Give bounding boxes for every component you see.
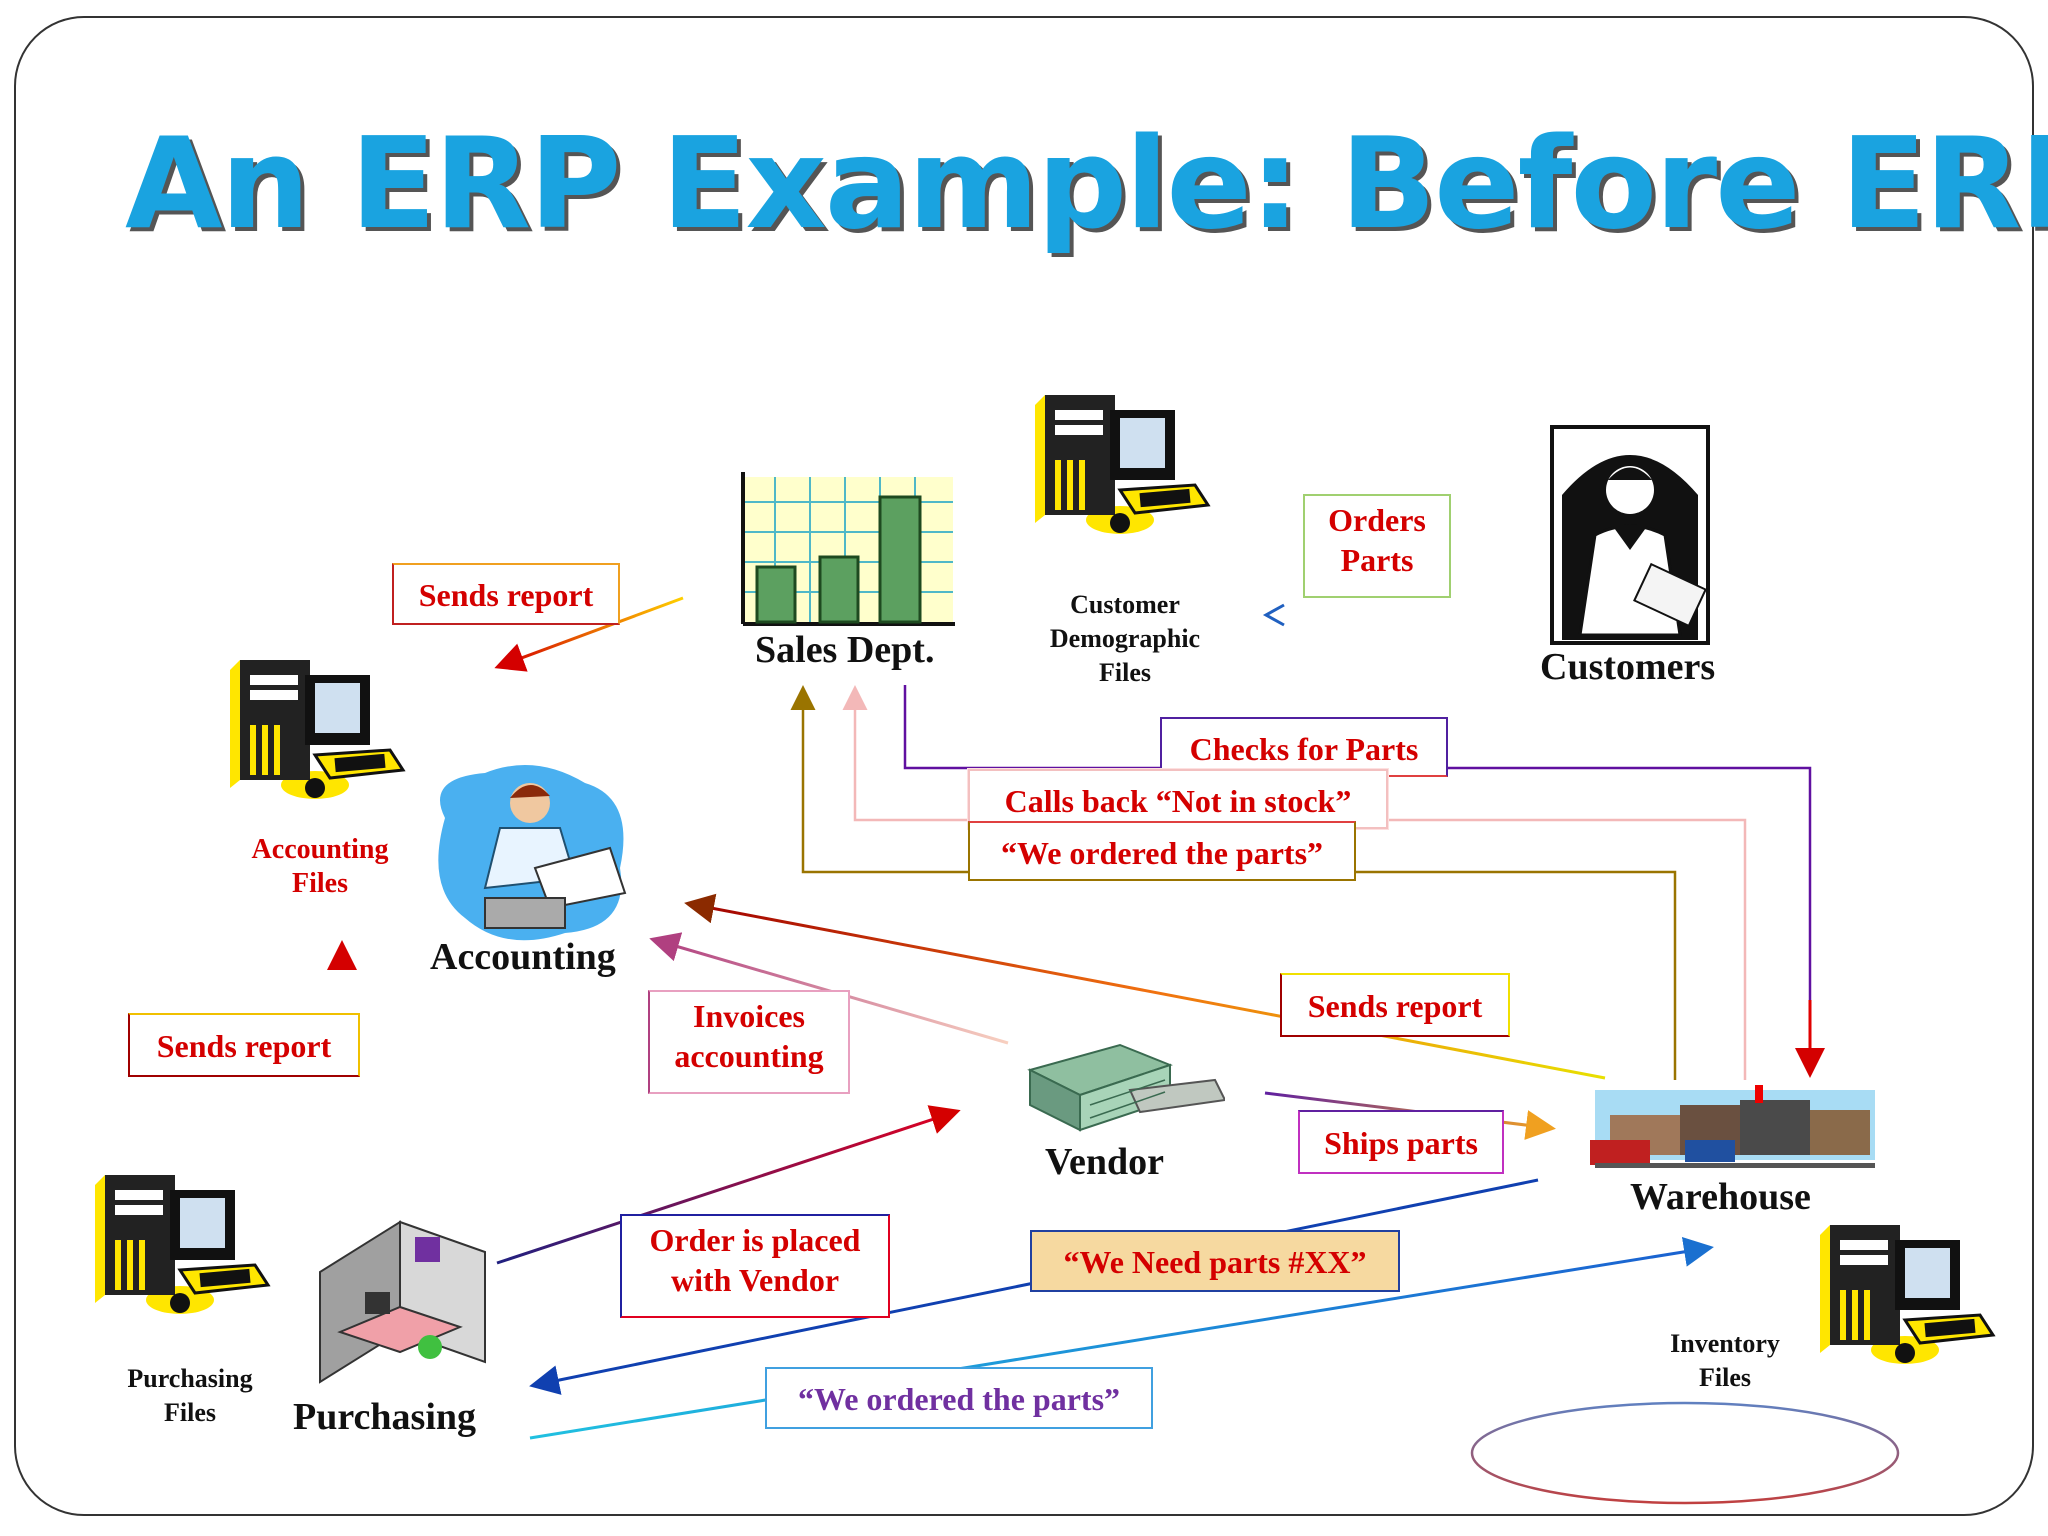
msg-order-placed: Order is placed with Vendor [620, 1214, 890, 1318]
node-accounting-files: Accounting Files [251, 834, 389, 899]
msg-sends-report-sales: Sends report [392, 563, 620, 625]
arrow-order-placed [496, 1105, 961, 1265]
msg-checks-for-parts: Checks for Parts [1160, 717, 1448, 777]
customer-man-icon [1550, 425, 1710, 645]
decorative-ellipse [1470, 1401, 1900, 1505]
arrow-we-ordered-bottom [529, 1237, 1714, 1440]
page-title: An ERP Example: Before ERP [125, 110, 2048, 257]
computer-icon [230, 660, 406, 799]
msg-we-ordered-bottom: “We ordered the parts” [765, 1367, 1153, 1429]
warehouse-icon [1590, 1085, 1875, 1168]
vendor-building-icon [1027, 1043, 1225, 1132]
node-inventory-files: Inventory Files [1670, 1329, 1780, 1392]
msg-sends-report-purchasing: Sends report [128, 1013, 360, 1077]
node-accounting: Accounting [430, 936, 616, 978]
computer-icon [1820, 1225, 1996, 1364]
msg-ships-parts: Ships parts [1298, 1110, 1504, 1174]
msg-we-ordered-top: “We ordered the parts” [968, 821, 1356, 881]
node-purchasing-files: Purchasing Files [127, 1364, 253, 1427]
computer-icon [95, 1175, 271, 1314]
msg-we-need-parts: “We Need parts #XX” [1030, 1230, 1400, 1292]
node-customer-files: Customer Demographic Files [1049, 590, 1201, 687]
node-warehouse: Warehouse [1630, 1176, 1811, 1218]
accountant-icon [438, 765, 627, 941]
node-purchasing: Purchasing [293, 1396, 477, 1438]
node-customers: Customers [1540, 646, 1716, 688]
cubicle-icon [319, 1220, 486, 1384]
computer-icon [1035, 395, 1211, 534]
msg-invoices-accounting: Invoices accounting [648, 990, 850, 1094]
sales-chart-icon [741, 472, 955, 626]
arrow-orders-parts-head [1262, 603, 1285, 627]
arrow-warehouse-report [684, 893, 1606, 1080]
node-vendor: Vendor [1045, 1141, 1164, 1183]
msg-calls-back: Calls back “Not in stock” [968, 769, 1388, 829]
msg-sends-report-warehouse: Sends report [1280, 973, 1510, 1037]
arrow-sales-report [494, 596, 684, 672]
msg-orders-parts: Orders Parts [1303, 494, 1451, 598]
node-sales-dept: Sales Dept. [755, 629, 935, 671]
